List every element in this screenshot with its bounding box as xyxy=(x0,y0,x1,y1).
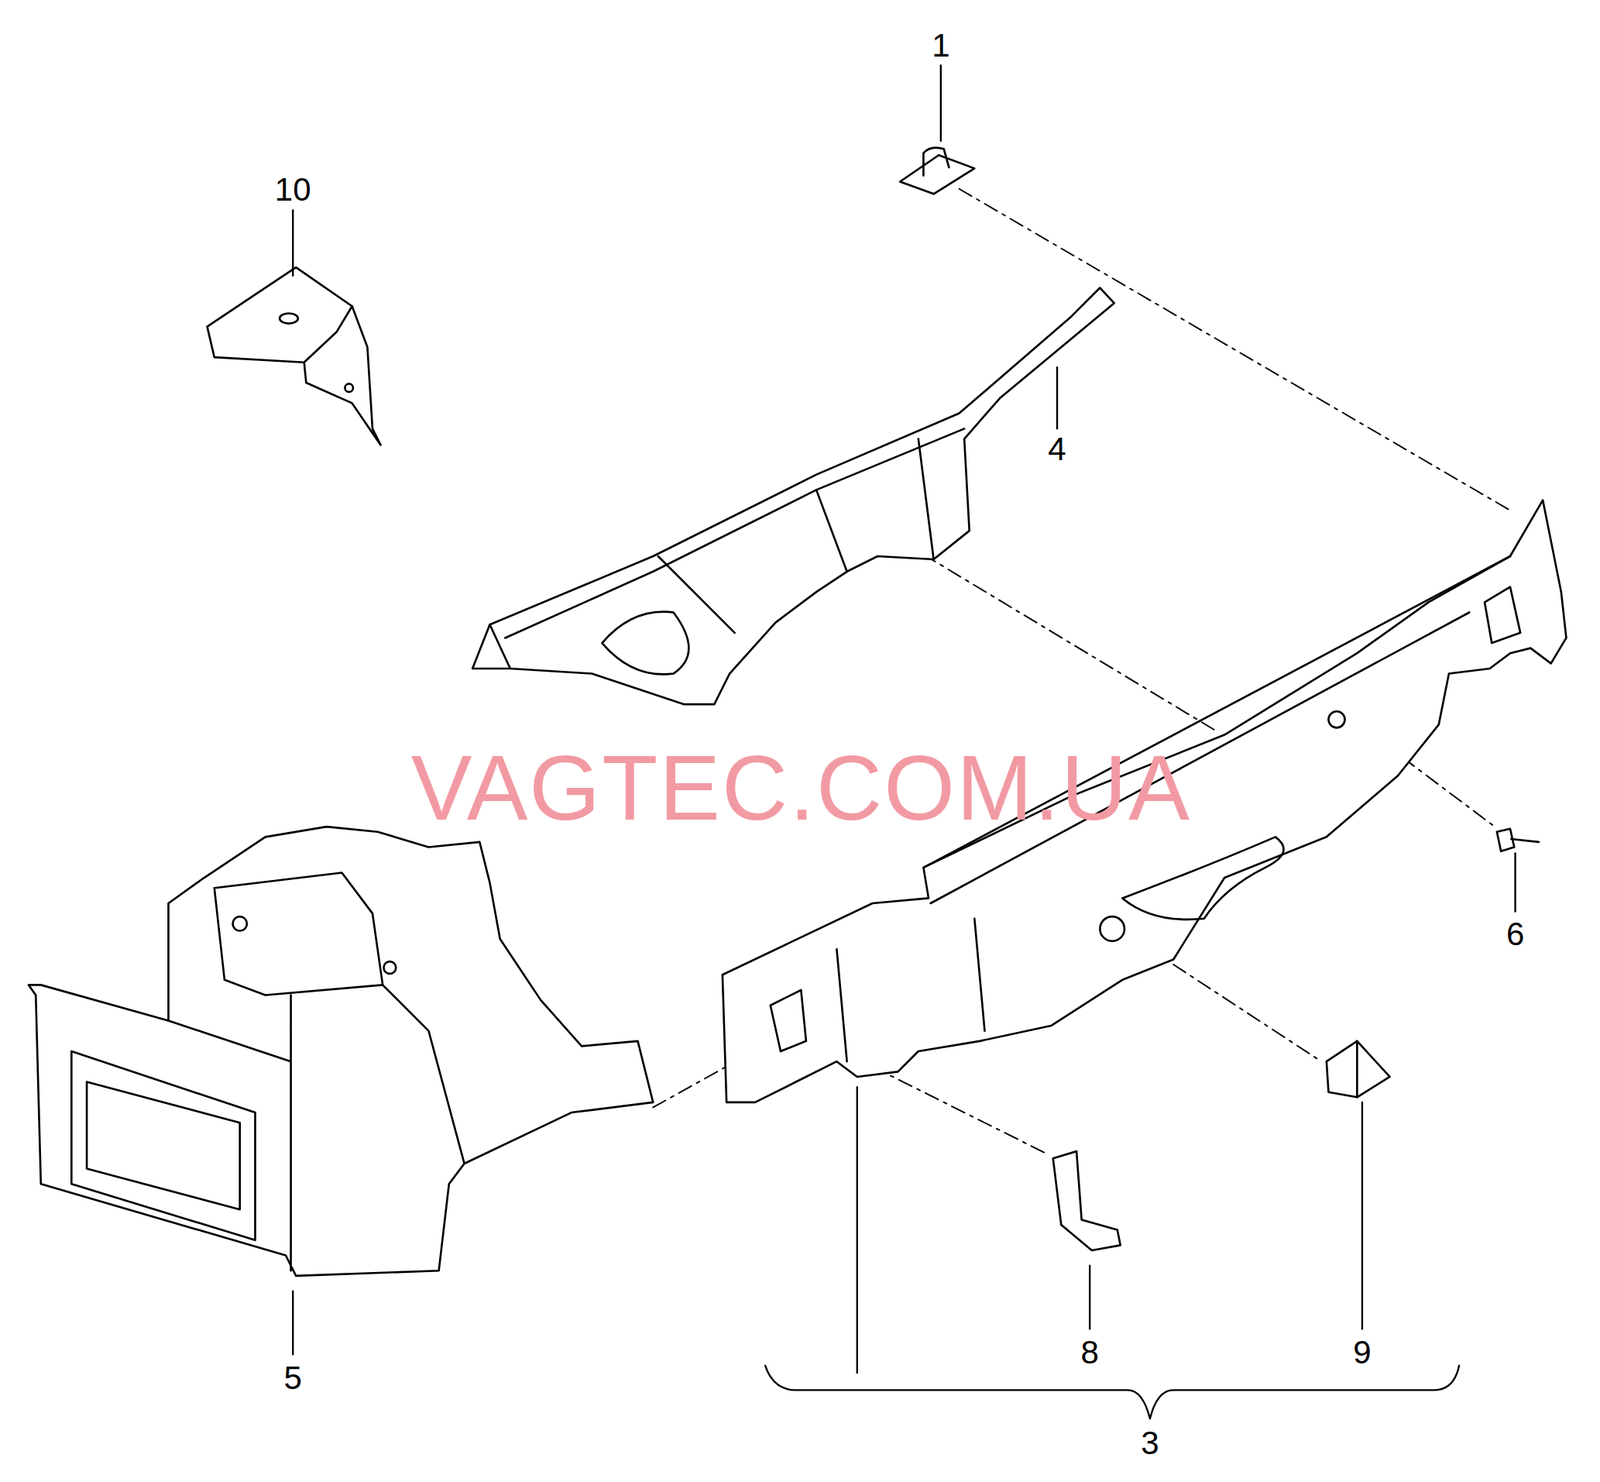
callout-number: 3 xyxy=(1140,1426,1159,1460)
part-4-rail xyxy=(472,288,1115,705)
part-6-bolt xyxy=(1496,828,1539,852)
part-1-bracket xyxy=(899,147,975,195)
callout-number: 5 xyxy=(283,1361,302,1394)
callout-number: 1 xyxy=(931,29,950,62)
part-8-bracket xyxy=(1053,1150,1121,1250)
callout-number: 4 xyxy=(1047,432,1066,466)
group-bracket xyxy=(765,1365,1460,1419)
callout-number: 10 xyxy=(274,173,312,207)
watermark: VAGTEC.COM.UA xyxy=(411,741,1192,834)
part-10-bracket xyxy=(207,267,382,445)
part-9-bracket xyxy=(1326,1040,1391,1097)
leader-lines xyxy=(292,65,1515,1373)
callout-number: 9 xyxy=(1352,1335,1371,1369)
callout-number: 8 xyxy=(1081,1335,1099,1369)
callout-number: 6 xyxy=(1506,917,1525,951)
part-5-wheel-housing xyxy=(28,826,653,1276)
